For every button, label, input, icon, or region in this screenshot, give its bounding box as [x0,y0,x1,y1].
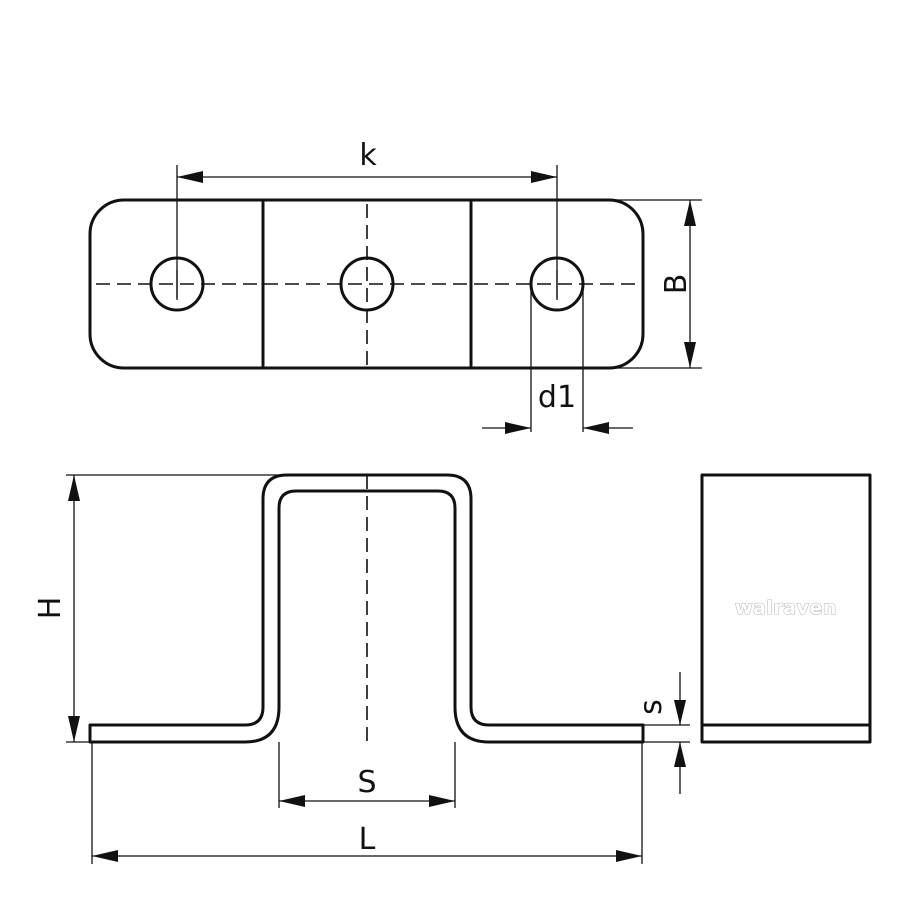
dimension-label-H: H [33,597,68,620]
side-view: walraven [700,473,872,744]
B-arrow-bottom [684,342,696,368]
s-arrow-top [674,700,686,725]
dimension-label-d1: d1 [538,380,576,415]
dimension-S: S [278,742,456,808]
H-arrow-top [68,475,80,501]
dimension-label-s: s [634,699,669,715]
front-view [88,473,645,744]
dimension-label-S: S [357,765,376,800]
top-view [88,198,645,370]
B-arrow-top [684,200,696,226]
L-arrow-right [616,850,642,862]
k-arrow-left [177,171,203,183]
S-arrow-right [429,795,455,807]
dimension-d1: d1 [482,290,633,434]
brand-logo: walraven [735,597,837,619]
top-view-outline [88,198,645,370]
dimension-label-k: k [359,138,377,173]
dimension-L: L [91,742,643,864]
dimension-s: s [634,672,690,794]
dimension-k: k [176,138,558,300]
S-arrow-left [279,795,305,807]
d1-arrow-right [583,422,609,434]
H-arrow-bottom [68,716,80,742]
s-arrow-bottom [674,742,686,767]
dimension-H: H [33,474,280,743]
dimension-B: B [605,199,702,369]
dimension-label-L: L [359,822,376,857]
dimension-label-B: B [659,274,694,295]
L-arrow-left [92,850,118,862]
side-view-outline [700,473,872,744]
k-arrow-right [531,171,557,183]
d1-arrow-left [505,422,531,434]
